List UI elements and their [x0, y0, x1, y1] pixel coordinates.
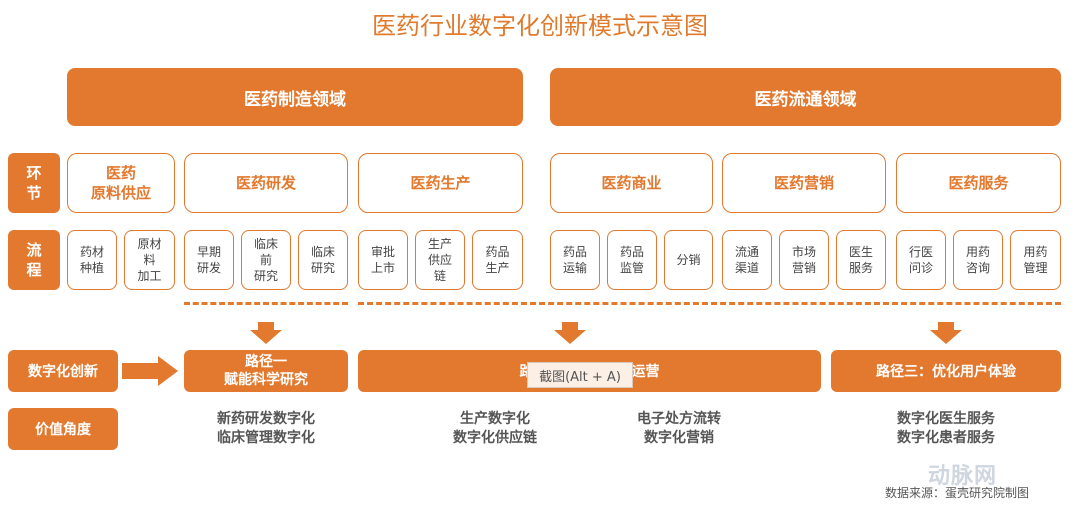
path-one: 路径一 赋能科学研究: [184, 350, 348, 392]
stage-marketing: 医药营销: [722, 153, 886, 213]
process-supply-chain: 生产 供应 链: [415, 230, 465, 290]
value-path-two-b: 电子处方流转 数字化营销: [637, 411, 721, 446]
process-approval: 审批 上市: [358, 230, 408, 290]
stage-service: 医药服务: [896, 153, 1061, 213]
row-label-process: 流 程: [8, 230, 60, 290]
process-herb-planting: 药材 种植: [67, 230, 117, 290]
stage-rnd: 医药研发: [184, 153, 348, 213]
down-arrow-icon: [250, 322, 282, 344]
process-drug-production: 药品 生产: [472, 230, 523, 290]
stage-raw-material: 医药 原料供应: [67, 153, 175, 213]
value-label: 价值角度: [8, 408, 118, 450]
process-distribution: 分销: [664, 230, 713, 290]
stage-production: 医药生产: [358, 153, 523, 213]
digital-innovation-label: 数字化创新: [8, 350, 118, 392]
down-arrow-icon: [930, 322, 962, 344]
right-arrow-icon: [122, 356, 178, 386]
page-title: 医药行业数字化创新模式示意图: [372, 12, 708, 40]
data-source: 数据来源：蛋壳研究院制图: [885, 486, 1030, 500]
stage-commerce: 医药商业: [550, 153, 713, 213]
value-path-one: 新药研发数字化 临床管理数字化: [217, 411, 315, 446]
process-medication-advice: 用药 咨询: [953, 230, 1003, 290]
domain-distribution: 医药流通领域: [550, 68, 1061, 126]
dashed-divider: [358, 302, 1061, 305]
process-preclinical: 临床 前 研究: [241, 230, 291, 290]
process-consultation: 行医 问诊: [896, 230, 946, 290]
process-raw-processing: 原材 料 加工: [124, 230, 175, 290]
value-path-three: 数字化医生服务 数字化患者服务: [897, 411, 995, 446]
row-label-stage: 环 节: [8, 153, 60, 213]
process-drug-transport: 药品 运输: [550, 230, 600, 290]
dashed-divider: [184, 302, 348, 305]
screenshot-tooltip: 截图(Alt + A): [527, 362, 633, 388]
process-doctor-service: 医生 服务: [836, 230, 886, 290]
process-medication-management: 用药 管理: [1010, 230, 1061, 290]
down-arrow-icon: [554, 322, 586, 344]
path-three: 路径三：优化用户体验: [831, 350, 1061, 392]
process-channels: 流通 渠道: [722, 230, 772, 290]
process-early-rnd: 早期 研发: [184, 230, 234, 290]
value-path-two-a: 生产数字化 数字化供应链: [453, 411, 537, 446]
process-market-marketing: 市场 营销: [779, 230, 829, 290]
process-clinical: 临床 研究: [298, 230, 348, 290]
process-drug-regulation: 药品 监管: [607, 230, 657, 290]
watermark-logo: 动脉网: [928, 464, 998, 489]
domain-manufacturing: 医药制造领域: [67, 68, 523, 126]
